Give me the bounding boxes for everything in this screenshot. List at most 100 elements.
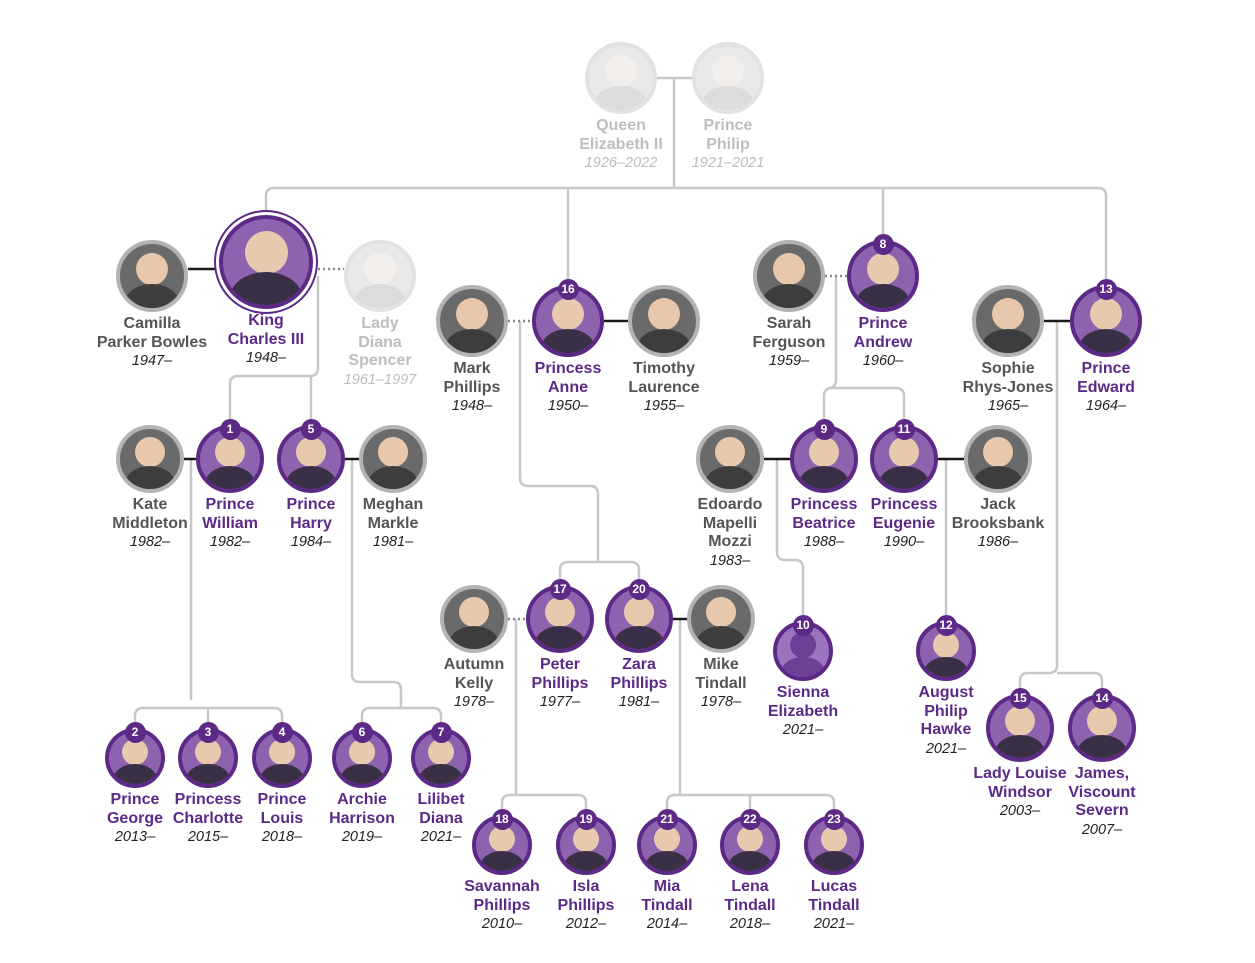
person-name: Lady Louise Windsor (973, 765, 1067, 801)
shoulders-shape (113, 764, 157, 784)
person-name: Peter Phillips (531, 656, 589, 692)
person-name: Princess Eugenie (870, 496, 938, 532)
portrait-photo (696, 425, 764, 493)
face-shape (296, 437, 326, 468)
shoulders-shape (645, 851, 689, 871)
descent-line (350, 459, 403, 708)
portrait-photo (692, 42, 764, 114)
succession-number-badge: 9 (813, 419, 835, 440)
portrait-photo (964, 425, 1032, 493)
person-name: Princess Anne (534, 360, 602, 396)
succession-number-badge: 5 (300, 419, 322, 440)
portrait-photo (252, 728, 312, 788)
face-shape (648, 297, 680, 330)
person-lifespan: 1921–2021 (691, 155, 765, 171)
person-name: King Charles III (227, 312, 305, 348)
shoulders-shape (1079, 328, 1133, 353)
descent-line (775, 459, 805, 621)
shoulders-shape (186, 764, 230, 784)
person-name: Timothy Laurence (628, 360, 700, 396)
person-name: August Philip Hawke (918, 684, 974, 738)
person-lifespan: 1984– (290, 534, 332, 550)
descent-line (822, 386, 833, 425)
face-shape (269, 739, 295, 766)
face-shape (573, 826, 599, 853)
person-lifespan: 1926–2022 (584, 155, 658, 171)
face-shape (605, 54, 637, 87)
face-shape (364, 252, 396, 285)
person-lifespan: 2021– (420, 829, 462, 845)
person-name: Meghan Markle (362, 496, 424, 532)
portrait-photo (440, 585, 508, 653)
person-lifespan: 1948– (245, 350, 287, 366)
person-lifespan: 2021– (782, 722, 824, 738)
succession-number-badge: 1 (219, 419, 241, 440)
portrait-photo (116, 240, 188, 312)
shoulders-shape (229, 272, 303, 305)
person-name: Lucas Tindall (808, 878, 860, 914)
portrait-photo (870, 425, 938, 493)
person-lifespan: 1947– (131, 353, 173, 369)
person-lifespan: 2013– (114, 829, 156, 845)
face-shape (1005, 706, 1035, 737)
person-lifespan: 1981– (372, 534, 414, 550)
portrait-photo (628, 285, 700, 357)
succession-number-badge: 23 (823, 809, 845, 830)
succession-number-badge: 15 (1009, 688, 1031, 709)
portrait-photo (436, 285, 508, 357)
shoulders-shape (994, 735, 1046, 758)
shoulders-shape (981, 328, 1035, 353)
person-lifespan: 2018– (729, 916, 771, 932)
descent-line (500, 793, 588, 815)
face-shape (712, 54, 744, 87)
face-shape (1087, 706, 1117, 737)
descent-line (558, 560, 641, 585)
face-shape (428, 739, 454, 766)
face-shape (378, 437, 408, 468)
succession-number-badge: 16 (557, 279, 579, 300)
shoulders-shape (704, 466, 756, 489)
person-lifespan: 1990– (883, 534, 925, 550)
shoulders-shape (781, 657, 825, 677)
succession-number-badge: 17 (549, 579, 571, 600)
shoulders-shape (812, 851, 856, 871)
succession-number-badge: 19 (575, 809, 597, 830)
shoulders-shape (480, 851, 524, 871)
person-name: Prince Edward (1077, 360, 1135, 396)
shoulders-shape (367, 466, 419, 489)
shoulders-shape (564, 851, 608, 871)
shoulders-shape (856, 283, 910, 308)
succession-number-badge: 2 (124, 722, 146, 743)
face-shape (706, 597, 736, 628)
person-lifespan: 2003– (999, 803, 1041, 819)
person-lifespan: 1982– (129, 534, 171, 550)
person-lifespan: 1988– (803, 534, 845, 550)
shoulders-shape (878, 466, 930, 489)
succession-number-badge: 10 (792, 615, 814, 636)
portrait-photo (344, 240, 416, 312)
succession-number-badge: 13 (1095, 279, 1117, 300)
portrait-photo (972, 285, 1044, 357)
person-name: Isla Phillips (557, 878, 615, 914)
succession-number-badge: 18 (491, 809, 513, 830)
person-name: Savannah Phillips (464, 878, 540, 914)
person-lifespan: 1950– (547, 398, 589, 414)
shoulders-shape (1076, 735, 1128, 758)
person-name: Jack Brooksbank (951, 496, 1045, 532)
face-shape (773, 252, 805, 285)
shoulders-shape (924, 657, 968, 677)
person-name: Sienna Elizabeth (767, 684, 839, 720)
descent-line (264, 186, 1108, 285)
succession-number-badge: 20 (628, 579, 650, 600)
person-name: Prince Andrew (853, 315, 913, 351)
shoulders-shape (340, 764, 384, 784)
portrait-photo (219, 215, 313, 309)
shoulders-shape (541, 328, 595, 353)
person-name: Edoardo Mapelli Mozzi (697, 496, 763, 550)
person-name: Autumn Kelly (443, 656, 505, 692)
person-name: Prince George (106, 791, 163, 827)
person-lifespan: 1959– (768, 353, 810, 369)
face-shape (715, 437, 745, 468)
shoulders-shape (534, 626, 586, 649)
